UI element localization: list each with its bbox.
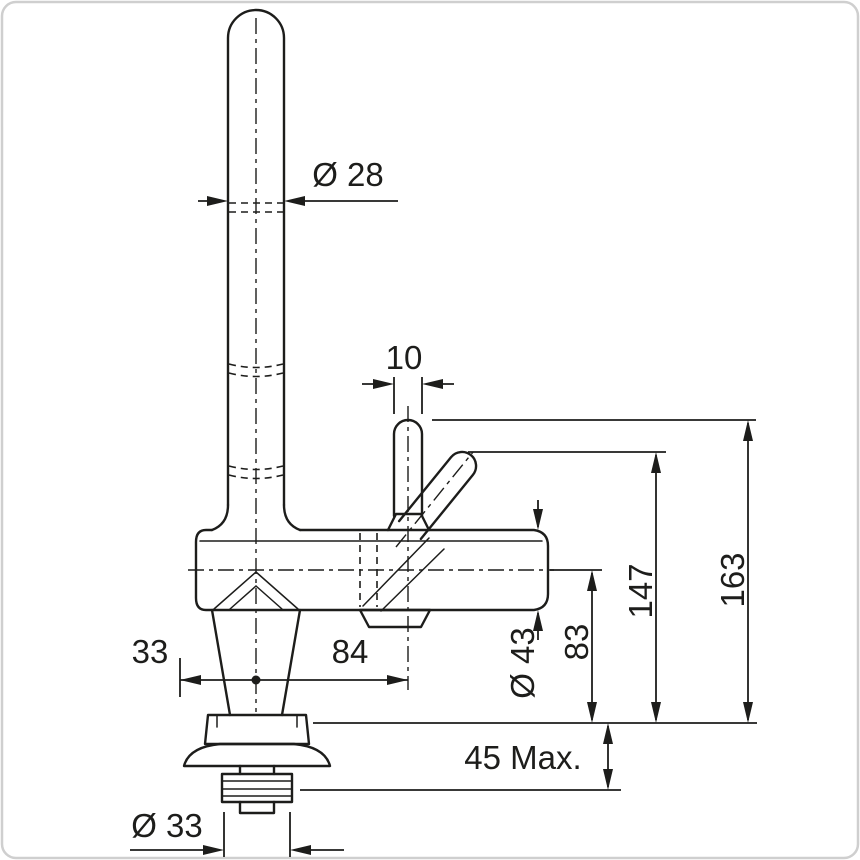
handle-pin-upright [392, 418, 424, 518]
center-point-marker [251, 675, 261, 685]
dim-label-max-deck-thickness: 45 Max. [464, 739, 581, 776]
tilted-lever-centerline [395, 451, 474, 548]
dim-overall-height: 163 [432, 419, 756, 723]
handle-assembly [358, 418, 478, 629]
dim-body-diameter: Ø 43 [504, 500, 543, 699]
spout-flare-left [210, 503, 230, 532]
mounting-base [182, 713, 332, 768]
dim-spout-diameter: Ø 28 [198, 156, 398, 206]
escutcheon-dome [182, 742, 332, 768]
dim-outlet-height: 83 [550, 569, 602, 723]
dim-horizontal-offsets: 33 84 [132, 633, 408, 697]
dim-label-outlet-height: 83 [558, 624, 595, 661]
mounting-nut [220, 772, 294, 804]
faucet-outline [182, 8, 550, 815]
handle-boss [386, 512, 431, 532]
shank-and-nut [220, 764, 294, 815]
dim-label-lever-top-height: 147 [622, 563, 659, 618]
centerlines [188, 18, 554, 712]
spout-tube [226, 8, 286, 507]
outlet-detail [213, 571, 299, 610]
dim-handle-width: 10 [362, 339, 454, 414]
dim-label-handle-width: 10 [386, 339, 423, 376]
base-cone [210, 608, 302, 717]
dim-label-center-to-front: 33 [132, 633, 169, 670]
dim-lever-top-height: 147 [468, 451, 666, 723]
handle-lever-tilted [397, 450, 478, 541]
spout-joint-seams [228, 202, 284, 480]
dim-label-overall-height: 163 [714, 552, 751, 607]
dim-max-deck-thickness: 45 Max. [300, 723, 621, 791]
handle-collar [358, 608, 432, 629]
dim-label-body-diameter: Ø 43 [504, 627, 541, 699]
dim-label-spout-diameter: Ø 28 [312, 156, 384, 193]
dim-label-center-to-handle: 84 [332, 633, 369, 670]
base-plate [203, 713, 311, 746]
dim-shank-diameter: Ø 33 [130, 807, 344, 857]
dim-label-shank-diameter: Ø 33 [131, 807, 203, 844]
shank-stub [238, 800, 276, 815]
spout-flare-right [282, 503, 302, 532]
